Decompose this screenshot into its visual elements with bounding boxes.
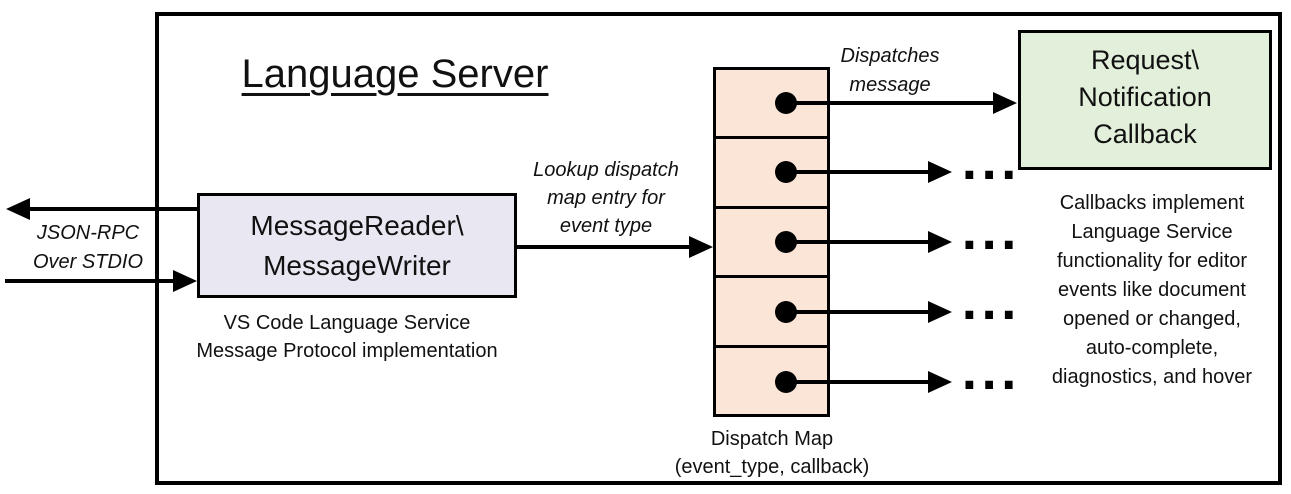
lookup-dispatch-label-line1: Lookup dispatch [533, 159, 679, 181]
dispatch-map-cell-5 [716, 348, 827, 414]
lookup-dispatch-label-line2: map entry for [547, 187, 665, 209]
callback-note-line: Callbacks implement [1059, 192, 1245, 214]
callback-note-line: events like document [1058, 279, 1246, 301]
message-box-caption-line2: Message Protocol implementation [196, 340, 498, 362]
dispatch-map-caption-line2: (event_type, callback) [674, 456, 870, 478]
arrow-stdio-out-head [6, 198, 30, 220]
callback-note-line: opened or changed, [1063, 308, 1241, 330]
callback-note-line: functionality for editor [1056, 250, 1248, 272]
dispatches-message-label: Dispatches message [809, 42, 971, 100]
message-box-line1: MessageReader\ [250, 210, 464, 241]
diagram-title: Language Server [241, 52, 549, 96]
callback-box-line2: Notification [1078, 82, 1212, 112]
callback-note-line: Language Service [1071, 221, 1233, 243]
dispatch-map-cell-2 [716, 139, 827, 209]
lookup-dispatch-label-line3: event type [559, 215, 653, 237]
dispatches-message-label-line2: message [849, 74, 931, 96]
stdio-label-line1: JSON-RPC [36, 222, 140, 244]
lookup-dispatch-label: Lookup dispatch map entry for event type [506, 156, 706, 240]
dispatch-map-cell-4 [716, 278, 827, 348]
dispatch-map-caption: Dispatch Map (event_type, callback) [622, 425, 922, 481]
message-box-caption: VS Code Language Service Message Protoco… [177, 309, 517, 365]
callback-box-line1: Request\ [1090, 45, 1200, 75]
callback-note: Callbacks implement Language Service fun… [1022, 189, 1282, 392]
stdio-label: JSON-RPC Over STDIO [7, 219, 169, 277]
message-reader-writer-box: MessageReader\ MessageWriter [197, 193, 517, 298]
dispatch-map [713, 67, 830, 417]
dispatches-message-label-line1: Dispatches [840, 45, 940, 67]
message-box-line2: MessageWriter [263, 250, 451, 281]
stdio-label-line2: Over STDIO [32, 251, 143, 273]
callback-note-line: diagnostics, and hover [1051, 366, 1253, 388]
language-server-boundary [155, 12, 1282, 485]
dispatch-map-caption-line1: Dispatch Map [710, 428, 834, 450]
dispatch-map-cell-1 [716, 70, 827, 140]
message-box-caption-line1: VS Code Language Service [223, 312, 471, 334]
callback-box-line3: Callback [1093, 119, 1197, 149]
dispatch-map-cell-3 [716, 209, 827, 279]
callback-note-line: auto-complete, [1085, 337, 1219, 359]
request-notification-callback-box: Request\ Notification Callback [1018, 30, 1272, 170]
